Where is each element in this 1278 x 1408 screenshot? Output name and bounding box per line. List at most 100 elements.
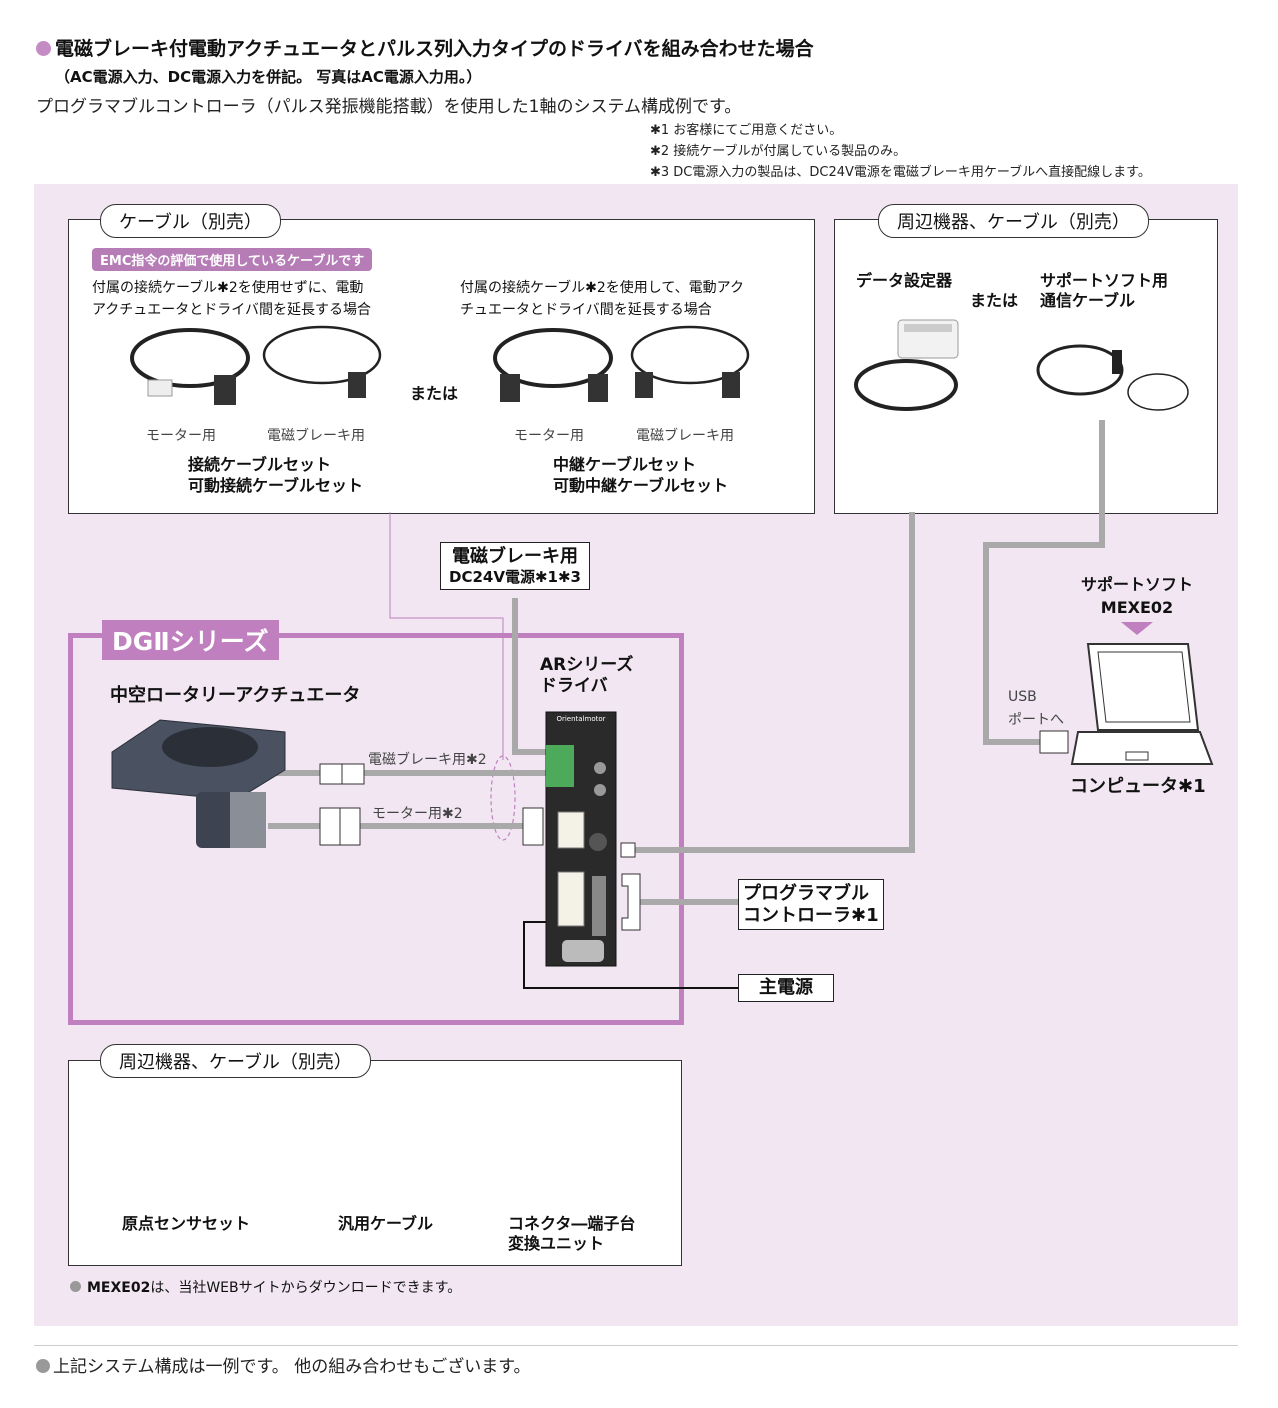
bullet-icon — [70, 1281, 81, 1292]
driver-io-socket — [557, 871, 585, 927]
driver-power-socket — [562, 940, 604, 962]
laptop-keyboard-icon — [1070, 731, 1214, 765]
brake-connector-1 — [319, 763, 343, 785]
right-motor-plug-b — [588, 374, 608, 402]
peripheral-or: または — [970, 291, 1019, 310]
driver-switch-icon — [594, 762, 606, 774]
right-set-1: 中継ケーブルセット — [553, 455, 697, 474]
right-motor-label: モーター用 — [514, 428, 584, 444]
page-description: プログラマブルコントローラ（パルス発振機能搭載）を使用した1軸のシステム構成例で… — [36, 97, 742, 117]
cable-right-desc-2: チュエータとドライバ間を延長する場合 — [460, 302, 712, 318]
driver-dsub-port — [592, 876, 606, 936]
left-set-1: 接続ケーブルセット — [188, 455, 332, 474]
bottom-note: 上記システム構成は一例です。 他の組み合わせもございます。 — [36, 1352, 531, 1377]
plc-connector — [621, 873, 641, 931]
download-arrow-icon — [1121, 622, 1153, 635]
actuator-hollow-icon — [162, 727, 258, 767]
left-motor-plug-icon — [214, 375, 236, 405]
usb-label-1: USB — [1008, 689, 1037, 705]
driver-label-2: ドライバ — [540, 676, 608, 696]
bullet-icon — [36, 41, 51, 56]
motor-connector-2 — [339, 807, 361, 846]
left-brake-plug-icon — [348, 372, 366, 398]
peripheral-bottom-box — [68, 1060, 682, 1266]
note-2: ✱2 接続ケーブルが付属している製品のみ。 — [650, 144, 907, 159]
left-motor-end-icon — [147, 379, 173, 397]
emc-connector-line — [389, 512, 504, 760]
bullet-icon — [36, 1359, 50, 1373]
driver-motor-socket — [557, 811, 585, 849]
driver-label-1: ARシリーズ — [540, 655, 634, 675]
laptop-display-icon — [1097, 651, 1191, 723]
usb-label-2: ポートへ — [1008, 712, 1064, 728]
driver-round-port — [589, 833, 607, 851]
support-soft-label: サポートソフト MEXE02 — [1078, 571, 1196, 617]
right-brake-label: 電磁ブレーキ用 — [636, 428, 734, 444]
driver-switch-icon-2 — [594, 784, 606, 796]
support-cable-converter — [1112, 350, 1122, 374]
right-motor-plug-a — [500, 374, 520, 402]
peripheral-bottom-title: 周辺機器、ケーブル（別売） — [100, 1044, 371, 1078]
main-power-line — [523, 921, 738, 989]
driver-comm-port — [620, 842, 636, 858]
brake-power-line — [512, 598, 548, 755]
left-brake-cable-icon — [262, 325, 382, 385]
divider — [34, 1345, 1238, 1346]
cable-left-desc-1: 付属の接続ケーブル✱2を使用せずに、電動 — [92, 280, 364, 296]
cable-highlight-ellipse — [490, 755, 516, 841]
data-setter-label: データ設定器 — [856, 271, 953, 290]
dg-series-frame — [68, 633, 684, 1025]
origin-sensor-label: 原点センサセット — [122, 1214, 251, 1233]
left-motor-cable-icon — [130, 328, 250, 388]
motor-connector-1 — [319, 807, 341, 846]
page-title: 電磁ブレーキ付電動アクチュエータとパルス列入力タイプのドライバを組み合わせた場合 — [36, 34, 814, 61]
brake-power-line2: DC24V電源✱1✱3 — [449, 567, 581, 586]
support-cable-icon — [1036, 344, 1124, 396]
terminal-unit-label-1: コネクタ―端子台 — [508, 1214, 636, 1233]
right-set-2: 可動中継ケーブルセット — [553, 476, 729, 495]
peripheral-top-title: 周辺機器、ケーブル（別売） — [878, 204, 1149, 238]
data-setter-cable-icon — [854, 359, 958, 411]
left-set-2: 可動接続ケーブルセット — [188, 476, 364, 495]
plc-line1: プログラマブル — [743, 883, 869, 904]
peripheral-top-box — [834, 219, 1218, 514]
right-brake-plug-b — [722, 372, 740, 398]
data-setter-display — [904, 324, 952, 332]
brake-cable-label: 電磁ブレーキ用✱2 — [368, 752, 487, 768]
data-setter-line — [635, 512, 915, 853]
actuator-label: 中空ロータリーアクチュエータ — [110, 685, 361, 706]
brake-power-line1: 電磁ブレーキ用 — [451, 546, 578, 567]
brake-connector-2 — [341, 763, 365, 785]
right-brake-cable-icon — [630, 325, 750, 385]
right-motor-cable-icon — [493, 328, 613, 388]
plc-line2: コントローラ✱1 — [743, 904, 879, 926]
note-3: ✱3 DC電源入力の製品は、DC24V電源を電磁ブレーキ用ケーブルへ直接配線しま… — [650, 165, 1151, 180]
cable-right-desc-1: 付属の接続ケーブル✱2を使用して、電動アク — [460, 280, 744, 296]
cable-or: または — [410, 384, 459, 403]
general-cable-label: 汎用ケーブル — [338, 1214, 434, 1233]
driver-terminal-icon — [546, 745, 574, 787]
left-brake-label: 電磁ブレーキ用 — [267, 428, 365, 444]
left-motor-label: モーター用 — [146, 428, 216, 444]
motor-connector-3 — [522, 807, 544, 846]
motor-cable-label: モーター用✱2 — [372, 806, 463, 822]
support-soft-line2: MEXE02 — [1100, 598, 1174, 617]
usb-port — [1039, 730, 1069, 754]
support-cable-label-1: サポートソフト用 — [1040, 271, 1169, 290]
mexe-footnote: MEXE02は、当社WEBサイトからダウンロードできます。 — [70, 1277, 461, 1297]
support-soft-line1: サポートソフト — [1080, 575, 1193, 594]
right-brake-plug-a — [635, 372, 653, 398]
driver-brand-text: Orientalmotor — [556, 715, 605, 723]
actuator-motor-band — [230, 792, 266, 848]
emc-badge: EMC指令の評価で使用しているケーブルです — [92, 248, 373, 271]
computer-label: コンピュータ✱1 — [1070, 776, 1206, 797]
main-power-box: 主電源 — [738, 974, 834, 1002]
cable-box-title: ケーブル（別売） — [100, 204, 281, 238]
support-cable-label-2: 通信ケーブル — [1040, 291, 1136, 310]
support-cable-usb-icon — [1127, 373, 1189, 411]
plc-box: プログラマブル コントローラ✱1 — [738, 879, 884, 931]
dg-series-tag: DGⅡシリーズ — [102, 620, 279, 660]
cable-left-desc-2: アクチュエータとドライバ間を延長する場合 — [92, 302, 372, 318]
terminal-unit-label-2: 変換ユニット — [508, 1234, 605, 1253]
